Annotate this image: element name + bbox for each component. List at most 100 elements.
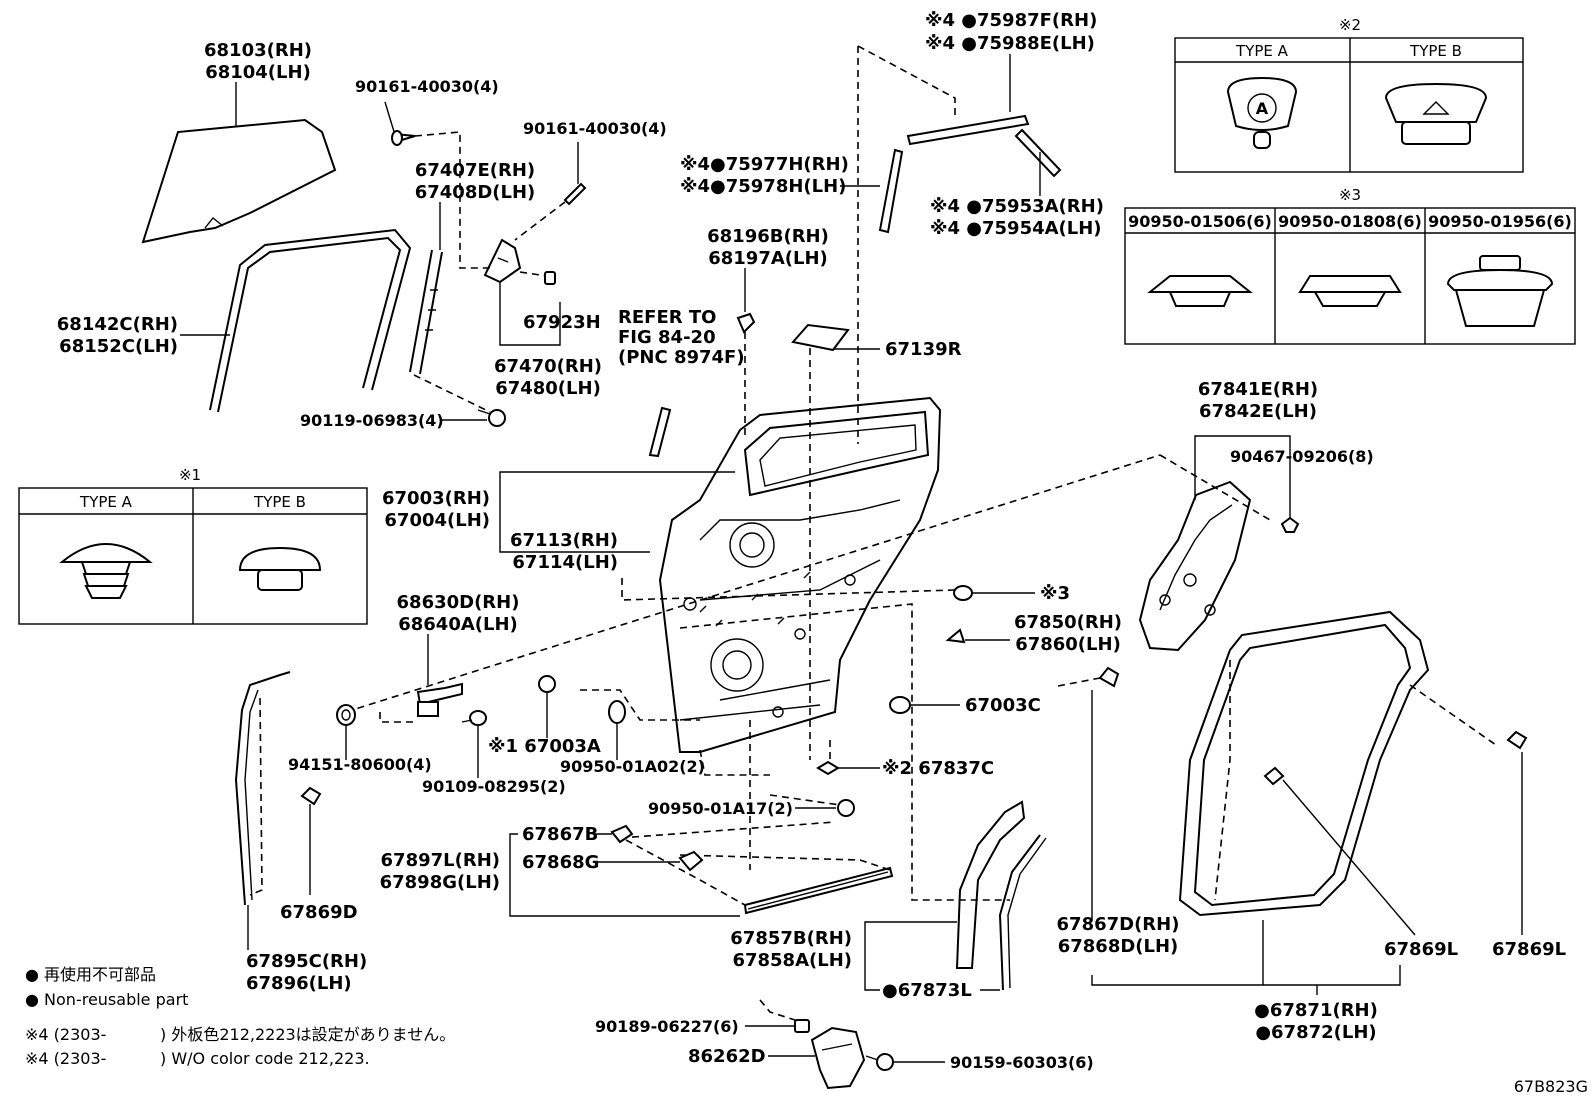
bolt-90119-icon xyxy=(477,409,506,427)
label-75988: ※4 ●75988E(LH) xyxy=(925,33,1095,54)
box1-marker: ※1 xyxy=(179,466,201,484)
refer-line-2: FIG 84-20 xyxy=(618,327,716,348)
clip-68196-icon xyxy=(736,312,756,334)
label-68152: 68152C(LH) xyxy=(59,336,178,357)
label-67895: 67895C(RH) xyxy=(246,951,367,972)
label-67842: 67842E(LH) xyxy=(1199,401,1317,422)
legend-jp: ● 再使用不可部品 xyxy=(25,965,156,984)
clip-67869l-a-icon xyxy=(1263,766,1285,786)
label-90119: 90119-06983(4) xyxy=(300,411,444,430)
plug-ref3-icon xyxy=(953,585,973,601)
grommet-90950a02-icon xyxy=(608,700,626,724)
note-en-prefix: ※4 (2303- xyxy=(25,1049,106,1068)
molding-75977 xyxy=(878,148,904,234)
label-90109: 90109-08295(2) xyxy=(422,777,566,796)
box1-type-b: TYPE B xyxy=(253,493,306,511)
division-bar xyxy=(409,249,443,375)
label-68630: 68630D(RH) xyxy=(397,592,520,613)
label-67867d: 67867D(RH) xyxy=(1057,914,1180,935)
label-68640: 68640A(LH) xyxy=(398,614,518,635)
clip-type-b-icon xyxy=(1384,82,1488,145)
clip-67867d-icon xyxy=(1098,666,1120,688)
screw-90189-icon xyxy=(794,1019,810,1033)
label-75977: ※4●75977H(RH) xyxy=(680,154,849,175)
label-67004: 67004(LH) xyxy=(384,510,490,531)
box2-type-a: TYPE A xyxy=(1235,42,1289,60)
speaker-86262 xyxy=(810,1026,866,1090)
rocker-molding xyxy=(743,866,894,915)
glass-run xyxy=(209,228,412,413)
label-90189: 90189-06227(6) xyxy=(595,1017,739,1036)
molding-75953 xyxy=(1014,128,1062,178)
type-box-3: ※3 90950-01506(6) 90950-01808(6) 90950-0… xyxy=(1124,186,1576,345)
clip-67837-icon xyxy=(816,760,840,776)
label-67114: 67114(LH) xyxy=(512,552,618,573)
pushpin-type-a-icon xyxy=(59,543,153,599)
note-jp-prefix: ※4 (2303- xyxy=(25,1025,106,1044)
seal-67857 xyxy=(955,800,1026,969)
label-67857: 67857B(RH) xyxy=(730,928,852,949)
svg-text:A: A xyxy=(1256,99,1269,118)
box2-type-b: TYPE B xyxy=(1409,42,1462,60)
note-en-suffix: ) W/O color code 212,223. xyxy=(160,1049,370,1068)
label-67837: ※2 67837C xyxy=(882,758,994,779)
label-90161-b: 90161-40030(4) xyxy=(523,119,667,138)
service-hole-cover xyxy=(1138,480,1252,652)
plug-1-icon xyxy=(1147,275,1253,307)
label-67896: 67896(LH) xyxy=(246,973,352,994)
label-90950a17: 90950-01A17(2) xyxy=(648,799,793,818)
label-75987: ※4 ●75987F(RH) xyxy=(925,10,1097,31)
label-67869d: 67869D xyxy=(280,902,358,923)
label-75978: ※4●75978H(LH) xyxy=(680,176,846,197)
pushpin-type-b-icon xyxy=(238,546,322,591)
clip-67869l-b-icon xyxy=(1506,730,1528,750)
label-68196: 68196B(RH) xyxy=(707,226,829,247)
label-90159: 90159-60303(6) xyxy=(950,1053,1094,1072)
refer-line-3: (PNC 8974F) xyxy=(618,347,745,368)
label-86262: 86262D xyxy=(688,1046,766,1067)
note-jp-suffix: ) 外板色212,2223は設定がありません。 xyxy=(160,1025,455,1044)
plug-3-icon xyxy=(1446,255,1554,327)
nut-94151-icon xyxy=(336,704,356,726)
box3-marker: ※3 xyxy=(1339,186,1361,204)
label-67470: 67470(RH) xyxy=(494,356,602,377)
box3-col2: 90950-01808(6) xyxy=(1278,212,1422,231)
clip-90467-icon xyxy=(1280,516,1300,533)
label-67897: 67897L(RH) xyxy=(381,850,500,871)
refer-part xyxy=(648,406,672,458)
clip-67850-icon xyxy=(945,628,966,644)
label-67898: 67898G(LH) xyxy=(380,872,500,893)
box3-col1: 90950-01506(6) xyxy=(1128,212,1272,231)
label-67873: ●67873L xyxy=(882,980,972,1001)
label-67407: 67407E(RH) xyxy=(415,160,535,181)
label-67139: 67139R xyxy=(885,339,962,360)
door-panel xyxy=(658,396,942,753)
plug-90950a17-icon xyxy=(837,799,855,817)
label-67868d: 67868D(LH) xyxy=(1058,936,1179,957)
clip-67867b-icon xyxy=(610,824,634,844)
label-67003a: ※1 67003A xyxy=(488,736,601,757)
label-67872: ●67872(LH) xyxy=(1255,1022,1376,1043)
clip-67868g-icon xyxy=(678,850,704,872)
clip-67923-icon xyxy=(544,271,556,285)
label-75954: ※4 ●75954A(LH) xyxy=(930,218,1102,239)
label-68197: 68197A(LH) xyxy=(708,248,828,269)
door-glass xyxy=(141,118,337,244)
plug-2-icon xyxy=(1298,275,1402,307)
label-67003c: 67003C xyxy=(965,695,1041,716)
label-68103: 68103(RH) xyxy=(204,40,312,61)
plug-67003a-icon xyxy=(538,675,556,693)
label-67923: 67923H xyxy=(523,312,601,333)
type-box-2: ※2 TYPE A TYPE B A xyxy=(1174,16,1524,173)
screw-b-icon xyxy=(563,182,587,206)
label-67841: 67841E(RH) xyxy=(1198,379,1318,400)
bolt-90109-icon xyxy=(461,710,487,726)
screw-90159-icon xyxy=(865,1053,894,1071)
label-68142: 68142C(RH) xyxy=(57,314,178,335)
label-67480: 67480(LH) xyxy=(495,378,601,399)
clip-type-a-icon: A xyxy=(1226,76,1298,149)
label-67113: 67113(RH) xyxy=(510,530,618,551)
check-arm xyxy=(416,682,463,717)
label-67408: 67408D(LH) xyxy=(415,182,536,203)
window-frame-bracket xyxy=(483,238,522,284)
